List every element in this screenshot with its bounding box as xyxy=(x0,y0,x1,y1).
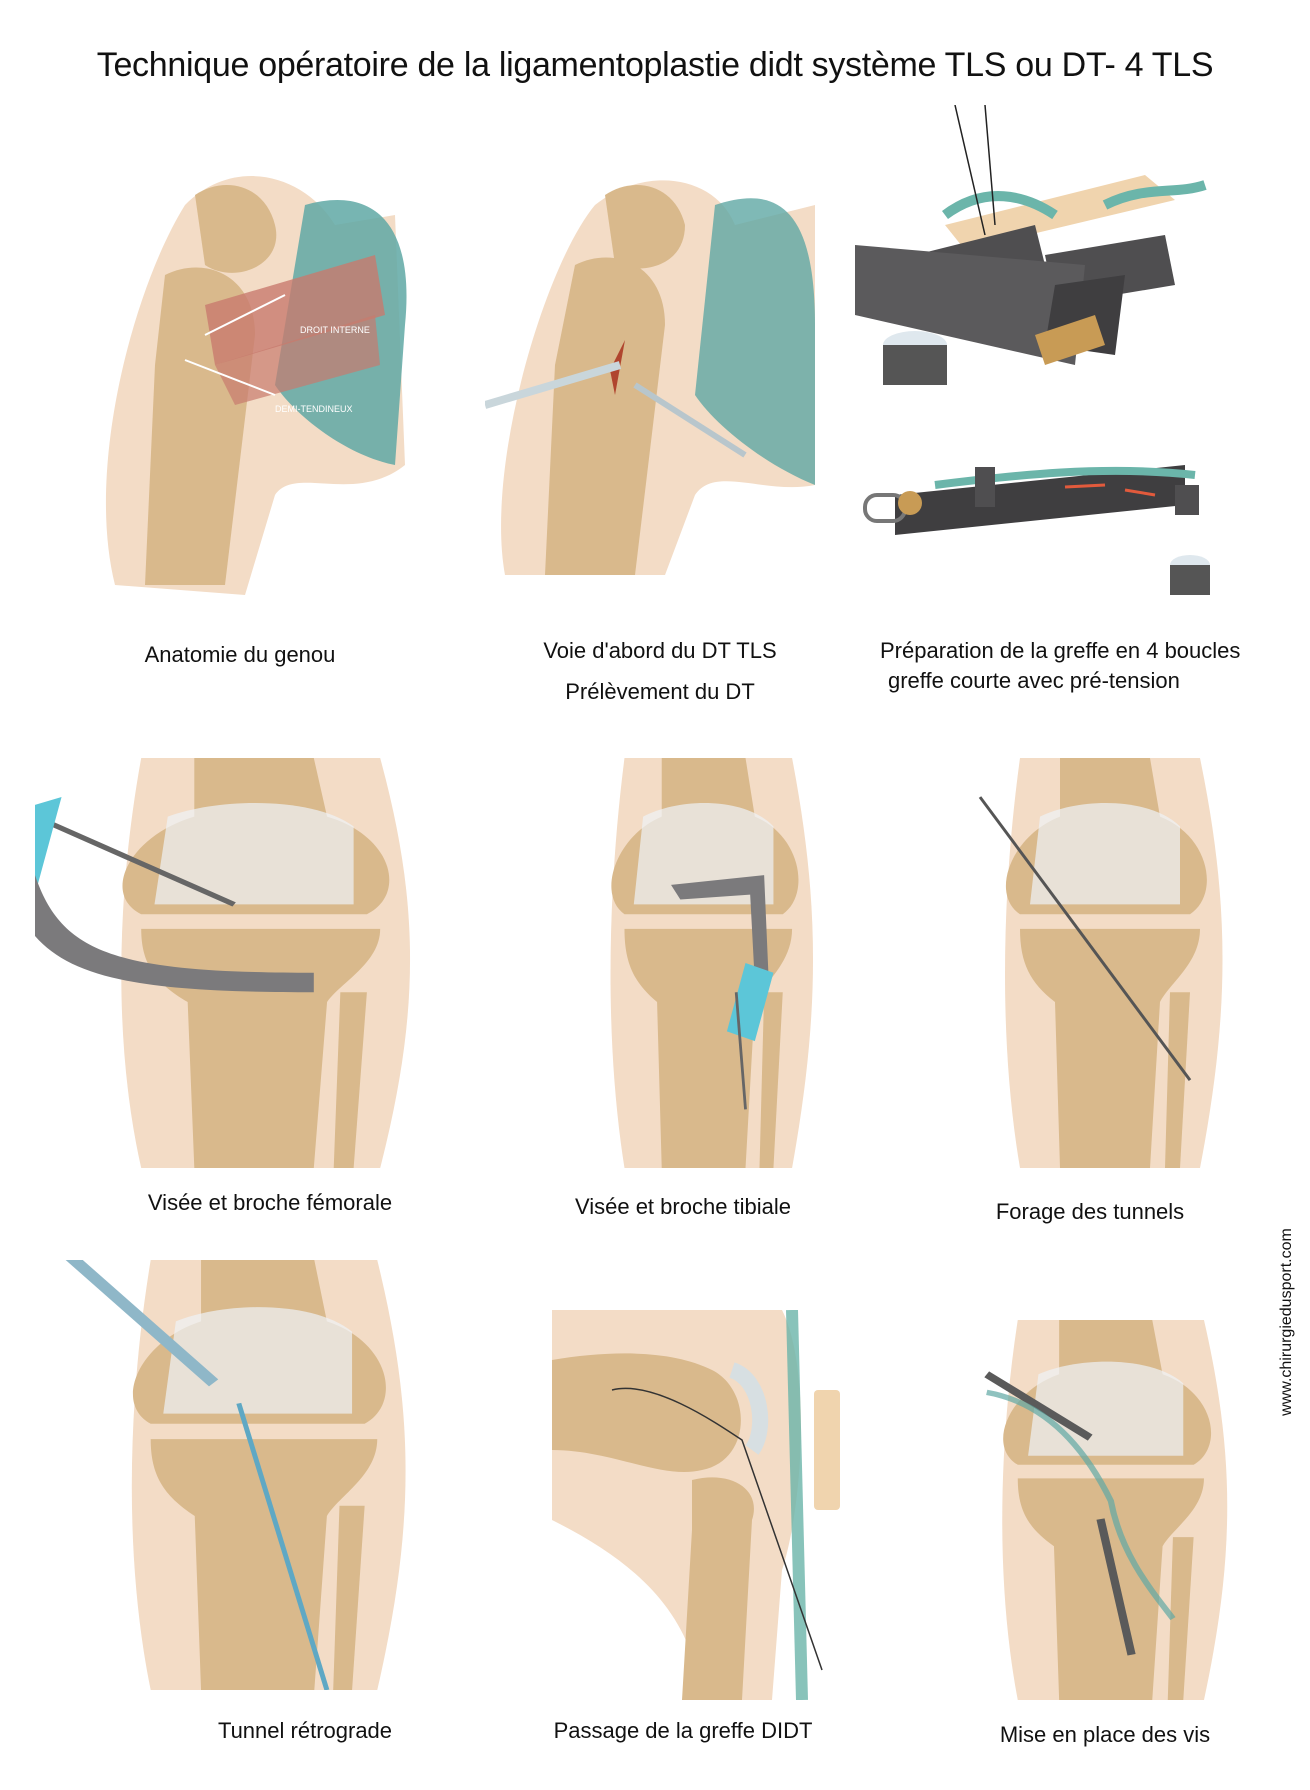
femoral-guide-illustration xyxy=(35,758,420,1168)
caption-line: Prélèvement du DT xyxy=(565,679,755,704)
caption-line: Mise en place des vis xyxy=(999,1722,1211,1747)
caption-line: Préparation de la greffe en 4 boucles xyxy=(880,638,1241,663)
caption-line: Voie d'abord du DT TLS xyxy=(543,638,777,663)
tibia xyxy=(150,1439,378,1690)
website-watermark: www.chirurgiedusport.com xyxy=(1278,1228,1295,1416)
tibia xyxy=(1020,928,1200,1168)
caption-line: Passage de la greffe DIDT xyxy=(553,1718,813,1743)
tunnel-drilling-illustration xyxy=(940,758,1230,1168)
cartilage xyxy=(1030,802,1180,905)
tibia xyxy=(1017,1478,1204,1700)
caption-line: greffe courte avec pré-tension xyxy=(888,668,1180,693)
fibula xyxy=(333,1505,365,1690)
caption-line: Visée et broche fémorale xyxy=(147,1190,393,1215)
retrograde-tunnel-illustration xyxy=(50,1260,415,1690)
cartilage xyxy=(154,802,354,905)
fibula xyxy=(333,992,367,1168)
caption-voie-abord: Voie d'abord du DT TLS Prélèvement du DT xyxy=(480,636,840,707)
label-droit-interne: DROIT INTERNE xyxy=(300,325,370,335)
incision-illustration xyxy=(485,165,820,585)
caption-visee-tibiale: Visée et broche tibiale xyxy=(503,1192,863,1222)
cartilage xyxy=(1028,1361,1184,1456)
caption-line: Forage des tunnels xyxy=(995,1199,1185,1224)
fibula xyxy=(1167,1537,1194,1700)
fibula xyxy=(1165,992,1190,1168)
caption-line: Anatomie du genou xyxy=(144,642,336,667)
caption-mise-en-place-vis: Mise en place des vis xyxy=(925,1720,1285,1750)
graft-preparation-illustration xyxy=(855,105,1265,615)
caption-forage-tunnels: Forage des tunnels xyxy=(910,1197,1270,1227)
page-title: Technique opératoire de la ligamentoplas… xyxy=(96,46,1214,84)
tibial-guide-illustration xyxy=(550,758,820,1168)
caption-preparation-greffe: Préparation de la greffe en 4 boucles gr… xyxy=(880,636,1300,696)
caption-visee-femorale: Visée et broche fémorale xyxy=(90,1188,450,1218)
caption-tunnel-retrograde: Tunnel rétrograde xyxy=(125,1716,485,1746)
anatomy-illustration: DROIT INTERNE DEMI-TENDINEUX xyxy=(75,165,435,595)
caption-anatomie: Anatomie du genou xyxy=(60,640,420,670)
caption-line: Tunnel rétrograde xyxy=(217,1718,393,1743)
caption-line: Visée et broche tibiale xyxy=(574,1194,792,1219)
label-demi-tendineux: DEMI-TENDINEUX xyxy=(275,404,353,414)
screw-placement-illustration xyxy=(935,1320,1235,1700)
caption-passage-greffe: Passage de la greffe DIDT xyxy=(503,1716,863,1746)
cartilage xyxy=(163,1307,353,1414)
graft-passage-illustration xyxy=(552,1310,852,1700)
fibula xyxy=(759,992,783,1168)
